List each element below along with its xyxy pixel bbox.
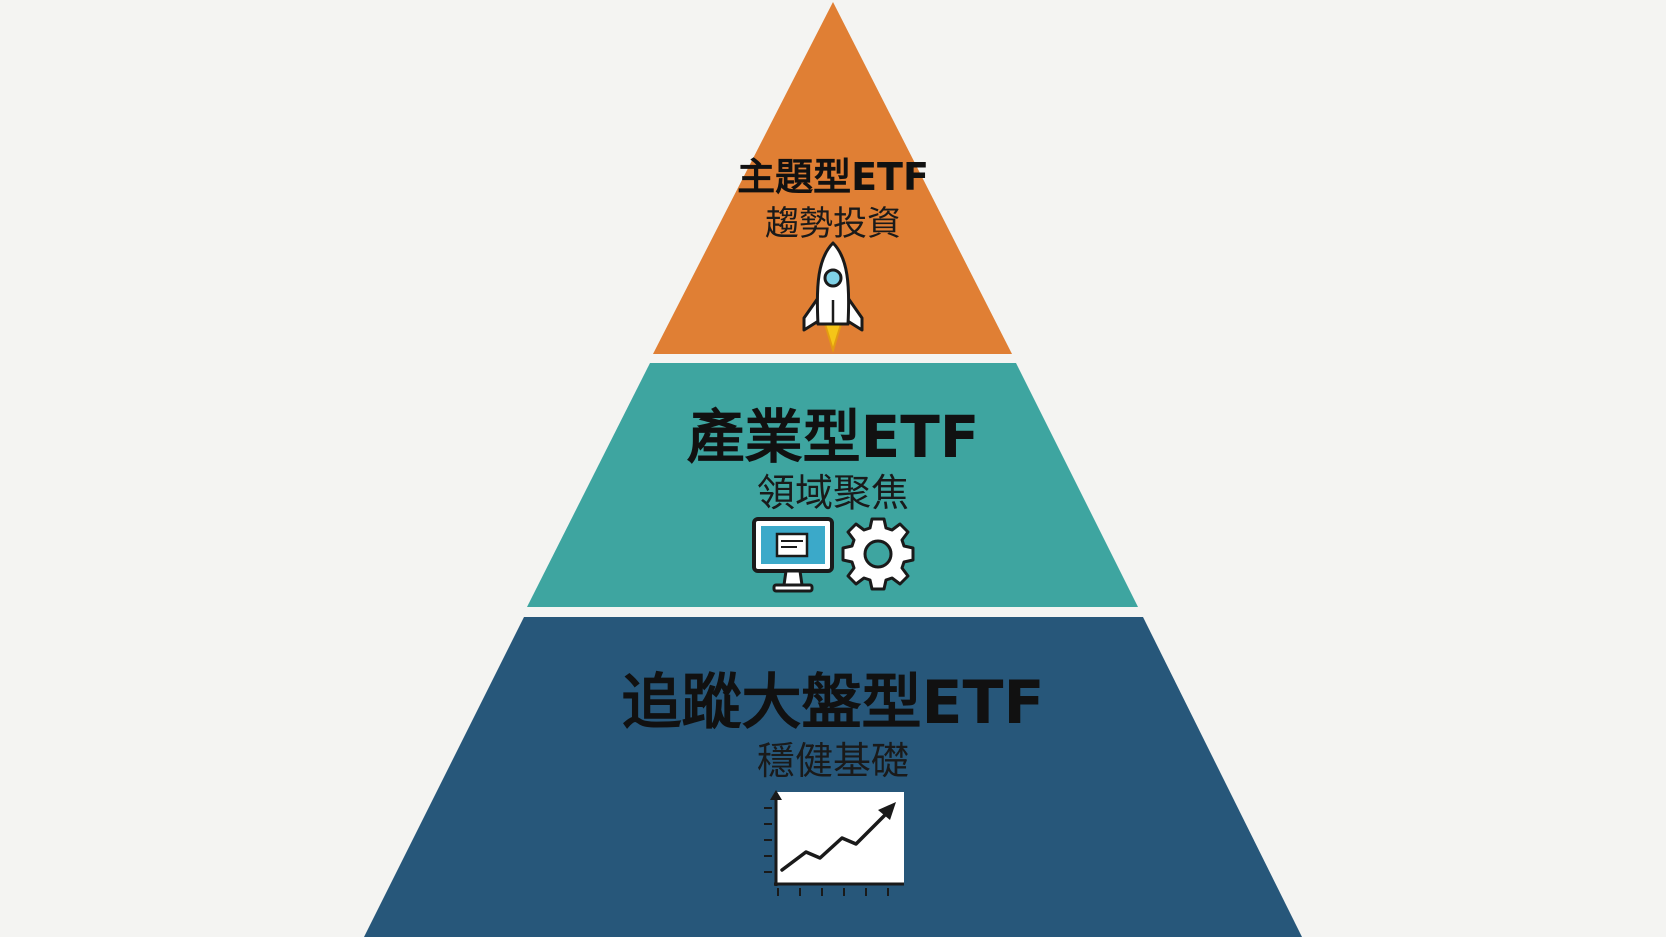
computer-monitor-icon (752, 517, 834, 593)
gear-icon (841, 517, 915, 591)
top-tier-shape (653, 2, 1012, 354)
middle-tier-shape (527, 363, 1138, 607)
bottom-tier-shape (364, 617, 1302, 937)
rocket-icon (802, 241, 864, 352)
top-tier-subtitle: 趨勢投資 (765, 204, 901, 244)
bottom-tier-title: 追蹤大盤型ETF (621, 668, 1045, 738)
top-tier-title: 主題型ETF (737, 155, 929, 199)
middle-tier-title: 產業型ETF (686, 403, 980, 471)
line-chart-icon (764, 790, 904, 896)
bottom-tier-subtitle: 穩健基礎 (756, 739, 909, 783)
middle-tier-subtitle: 領域聚焦 (756, 471, 909, 515)
